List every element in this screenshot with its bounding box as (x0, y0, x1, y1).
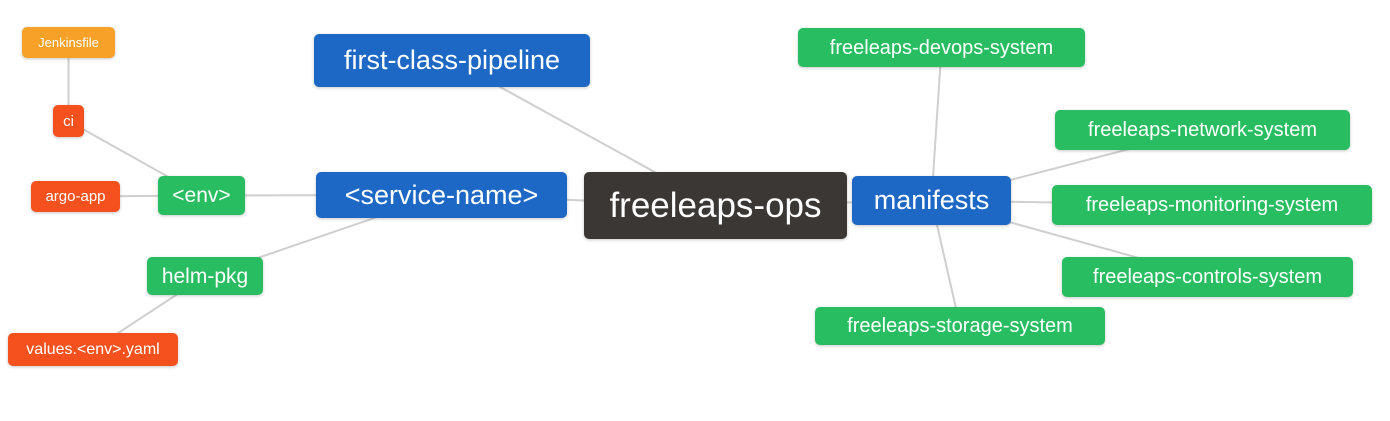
mindmap-node-argo-app[interactable]: argo-app (31, 181, 120, 212)
mindmap-node-service-name[interactable]: <service-name> (316, 172, 567, 218)
mindmap-node-manifests[interactable]: manifests (852, 176, 1011, 225)
mindmap-node-first-class-pipeline[interactable]: first-class-pipeline (314, 34, 590, 87)
mindmap-node-freeleaps-storage-system[interactable]: freeleaps-storage-system (815, 307, 1105, 345)
mindmap-node-helm-pkg[interactable]: helm-pkg (147, 257, 263, 295)
mindmap-node-jenkinsfile[interactable]: Jenkinsfile (22, 27, 115, 58)
mindmap-node-env[interactable]: <env> (158, 176, 245, 215)
mindmap-node-freeleaps-controls-system[interactable]: freeleaps-controls-system (1062, 257, 1353, 297)
mindmap-node-ci[interactable]: ci (53, 105, 84, 137)
mindmap-node-freeleaps-devops-system[interactable]: freeleaps-devops-system (798, 28, 1085, 67)
mindmap-node-freeleaps-monitoring-system[interactable]: freeleaps-monitoring-system (1052, 185, 1372, 225)
mindmap-node-freeleaps-ops[interactable]: freeleaps-ops (584, 172, 847, 239)
mindmap-node-freeleaps-network-system[interactable]: freeleaps-network-system (1055, 110, 1350, 150)
mindmap-node-values-env-yaml[interactable]: values.<env>.yaml (8, 333, 178, 366)
